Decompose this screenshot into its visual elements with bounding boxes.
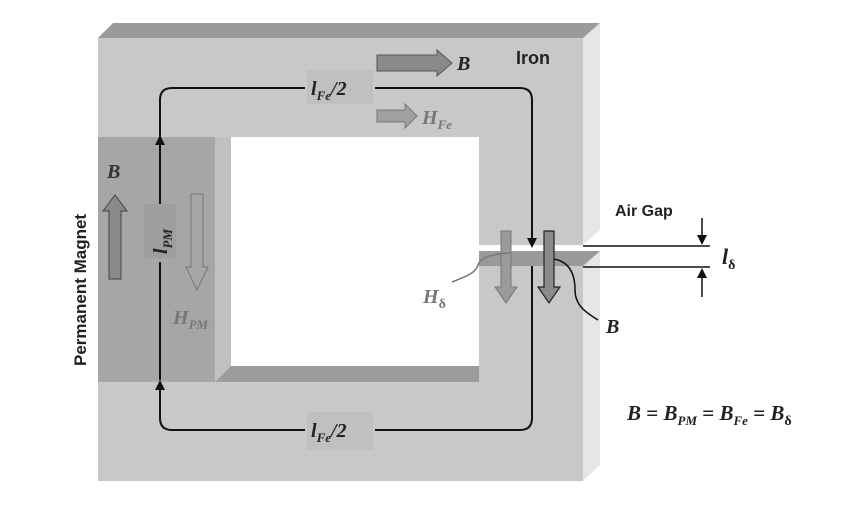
- flux-equality-equation: B = BPM = BFe = Bδ: [626, 401, 792, 429]
- top-b-label: B: [456, 53, 470, 75]
- flux-path-bottom-left: [155, 380, 305, 431]
- permanent-magnet-label: Permanent Magnet: [71, 214, 90, 366]
- pm-b-arrow: [102, 194, 128, 280]
- flux-path-right-bottom: [375, 266, 533, 431]
- h-pm-arrow: [185, 193, 209, 292]
- core-window: [215, 137, 479, 382]
- flux-path-top-right: [375, 87, 537, 248]
- air-gap-face: [479, 251, 600, 266]
- gap-b-label: B: [605, 316, 619, 338]
- lfe-top-label: lFe/2: [311, 78, 347, 103]
- window-left-wall: [215, 137, 231, 382]
- iron-label: Iron: [516, 48, 550, 68]
- lfe-top-label-bg: [307, 70, 373, 104]
- air-gap-opening: [479, 245, 583, 251]
- air-gap-label: Air Gap: [615, 203, 673, 220]
- gap-b-arrow: [536, 230, 562, 305]
- h-pm-label: HPM: [172, 307, 209, 332]
- pm-b-label: B: [106, 161, 120, 183]
- iron-top-face: [98, 23, 600, 38]
- window-bottom-ledge: [215, 366, 479, 382]
- b-arrow-top: [376, 48, 453, 78]
- h-delta-arrow: [494, 230, 518, 304]
- gap-b-leader: [553, 258, 599, 321]
- lpm-label-bg: [144, 204, 176, 258]
- h-delta-leader: [451, 252, 511, 283]
- h-delta-label: Hδ: [422, 286, 446, 312]
- l-delta-label: lδ: [722, 244, 735, 273]
- h-fe-label: HFe: [421, 107, 452, 132]
- lpm-label: lPM: [150, 228, 175, 254]
- lfe-bot-label-bg: [307, 412, 373, 450]
- lfe-bottom-label: lFe/2: [311, 420, 347, 445]
- flux-path-top: [159, 87, 305, 137]
- h-fe-arrow: [376, 102, 418, 130]
